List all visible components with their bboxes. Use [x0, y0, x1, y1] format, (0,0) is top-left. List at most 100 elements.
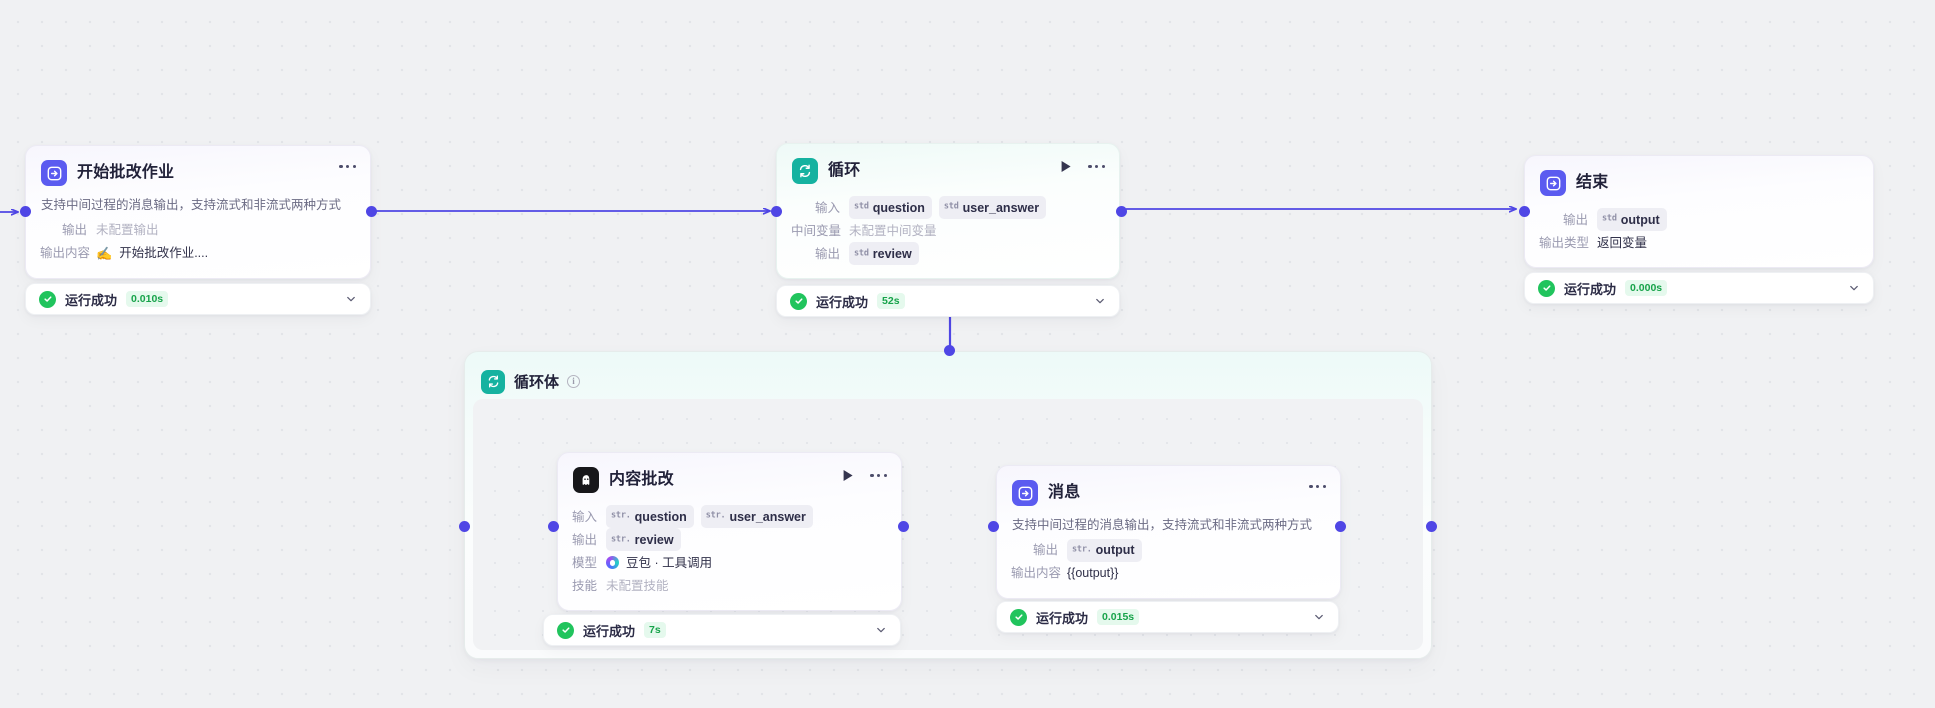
- writing-hand-emoji: ✍️: [96, 247, 112, 260]
- node-message-row-output-content: 输出内容 {{output}}: [1011, 562, 1326, 585]
- run-play-icon[interactable]: [1059, 159, 1073, 174]
- variable-chip[interactable]: stdoutput: [1597, 208, 1667, 231]
- node-end[interactable]: 结束 输出 stdoutput 输出类型 返回变量: [1524, 155, 1874, 268]
- variable-chip[interactable]: str.user_answer: [701, 505, 813, 528]
- node-loop-row-input: 输入 stdquestion stduser_answer: [791, 196, 1105, 219]
- port-review-out[interactable]: [898, 521, 909, 532]
- node-loop-title: 循环: [828, 163, 860, 179]
- variable-type: std: [854, 201, 869, 213]
- variable-name: question: [635, 508, 687, 526]
- status-end[interactable]: 运行成功 0.000s: [1524, 272, 1874, 304]
- node-content-review-row-input: 输入 str.question str.user_answer: [572, 505, 887, 528]
- port-loop-out[interactable]: [1116, 206, 1127, 217]
- model-name: 豆包 · 工具调用: [626, 554, 712, 572]
- variable-chip[interactable]: str.review: [606, 528, 681, 551]
- row-value: 未配置输出: [96, 221, 159, 239]
- port-start-in[interactable]: [20, 206, 31, 217]
- more-options-icon[interactable]: [1087, 161, 1106, 172]
- variable-chip[interactable]: std question: [849, 196, 932, 219]
- ghost-avatar-icon: [573, 467, 599, 493]
- variable-name: review: [873, 245, 912, 263]
- chevron-down-icon[interactable]: [1299, 611, 1325, 623]
- node-content-review-row-model: 模型 豆包 · 工具调用: [572, 551, 887, 574]
- node-loop-header: 循环: [777, 144, 1119, 188]
- port-message-in[interactable]: [988, 521, 999, 532]
- node-content-review[interactable]: 内容批改 输入 str.question str.user_answer: [557, 452, 902, 611]
- row-value: 豆包 · 工具调用: [606, 554, 712, 572]
- row-label: 输出: [1011, 541, 1067, 559]
- row-value: str.output: [1067, 539, 1142, 562]
- status-message[interactable]: 运行成功 0.015s: [996, 601, 1339, 633]
- chevron-down-icon[interactable]: [861, 624, 887, 636]
- status-content-review[interactable]: 运行成功 7s: [543, 614, 901, 646]
- node-loop-row-intermediate: 中间变量 未配置中间变量: [791, 219, 1105, 242]
- variable-type: std: [1602, 213, 1617, 225]
- variable-name: question: [873, 199, 925, 217]
- loop-icon: [792, 158, 818, 184]
- port-end-in[interactable]: [1519, 206, 1530, 217]
- row-value: 返回变量: [1597, 234, 1647, 252]
- loop-body-title: 循环体: [514, 371, 559, 392]
- node-content-review-title: 内容批改: [609, 472, 674, 488]
- arrow-into-box-icon: [1012, 480, 1038, 506]
- run-play-icon[interactable]: [841, 468, 855, 483]
- variable-chip[interactable]: stduser_answer: [939, 196, 1046, 219]
- status-label: 运行成功: [583, 621, 635, 640]
- node-start-header: 开始批改作业: [26, 146, 370, 190]
- port-loopbody-right[interactable]: [1426, 521, 1437, 532]
- more-options-icon[interactable]: [1308, 481, 1327, 492]
- more-options-icon[interactable]: [338, 161, 357, 172]
- variable-name: user_answer: [963, 199, 1039, 217]
- row-label: 输出内容: [1011, 564, 1067, 582]
- status-label: 运行成功: [65, 290, 117, 309]
- status-duration: 52s: [877, 293, 905, 309]
- variable-chip[interactable]: stdreview: [849, 242, 919, 265]
- node-message[interactable]: 消息 支持中间过程的消息输出，支持流式和非流式两种方式 输出 str.outpu…: [996, 465, 1341, 599]
- status-loop[interactable]: 运行成功 52s: [776, 285, 1120, 317]
- node-loop-body: 输入 stdquestion stduser_answer 中间变量 未配置中间…: [777, 188, 1119, 278]
- chevron-down-icon[interactable]: [1834, 282, 1860, 294]
- node-message-row-output: 输出 str.output: [1011, 539, 1326, 562]
- node-message-description: 支持中间过程的消息输出，支持流式和非流式两种方式: [997, 510, 1340, 537]
- node-end-title: 结束: [1576, 175, 1608, 191]
- node-message-title: 消息: [1048, 485, 1080, 501]
- node-loop-row-output: 输出 stdreview: [791, 242, 1105, 265]
- chevron-down-icon[interactable]: [1080, 295, 1106, 307]
- variable-chip[interactable]: str.question: [606, 505, 694, 528]
- row-label: 输出: [791, 245, 849, 263]
- row-label: 中间变量: [791, 222, 849, 240]
- node-end-body: 输出 stdoutput 输出类型 返回变量: [1525, 200, 1873, 267]
- node-end-header: 结束: [1525, 156, 1873, 200]
- row-value: str.question str.user_answer: [606, 505, 813, 528]
- variable-type: str.: [611, 533, 631, 545]
- port-loop-in[interactable]: [771, 206, 782, 217]
- status-label: 运行成功: [1564, 279, 1616, 298]
- row-value-text: 开始批改作业....: [119, 244, 208, 262]
- port-loop-bottom[interactable]: [944, 345, 955, 356]
- arrow-into-box-icon: [41, 160, 67, 186]
- node-end-row-output-type: 输出类型 返回变量: [1539, 231, 1859, 254]
- row-value: ✍️ 开始批改作业....: [96, 244, 208, 262]
- node-loop[interactable]: 循环 输入 stdquestion stduser_answer: [776, 143, 1120, 279]
- more-options-icon[interactable]: [869, 470, 888, 481]
- node-start[interactable]: 开始批改作业 支持中间过程的消息输出，支持流式和非流式两种方式 输出 未配置输出…: [25, 145, 371, 279]
- row-label: 输入: [572, 508, 606, 526]
- variable-chip[interactable]: str.output: [1067, 539, 1142, 562]
- node-start-title: 开始批改作业: [77, 165, 174, 181]
- row-value: {{output}}: [1067, 564, 1118, 582]
- variable-name: output: [1096, 541, 1135, 559]
- port-start-out[interactable]: [366, 206, 377, 217]
- row-label: 输出: [572, 531, 606, 549]
- info-icon[interactable]: i: [567, 375, 580, 388]
- row-label: 输出: [1539, 211, 1597, 229]
- status-duration: 0.000s: [1625, 280, 1667, 296]
- port-loopbody-left[interactable]: [459, 521, 470, 532]
- chevron-down-icon[interactable]: [331, 293, 357, 305]
- loop-icon: [481, 370, 505, 394]
- port-review-in[interactable]: [548, 521, 559, 532]
- port-message-out[interactable]: [1335, 521, 1346, 532]
- node-content-review-body: 输入 str.question str.user_answer 输出 str.r…: [558, 497, 901, 610]
- status-start[interactable]: 运行成功 0.010s: [25, 283, 371, 315]
- node-end-row-output: 输出 stdoutput: [1539, 208, 1859, 231]
